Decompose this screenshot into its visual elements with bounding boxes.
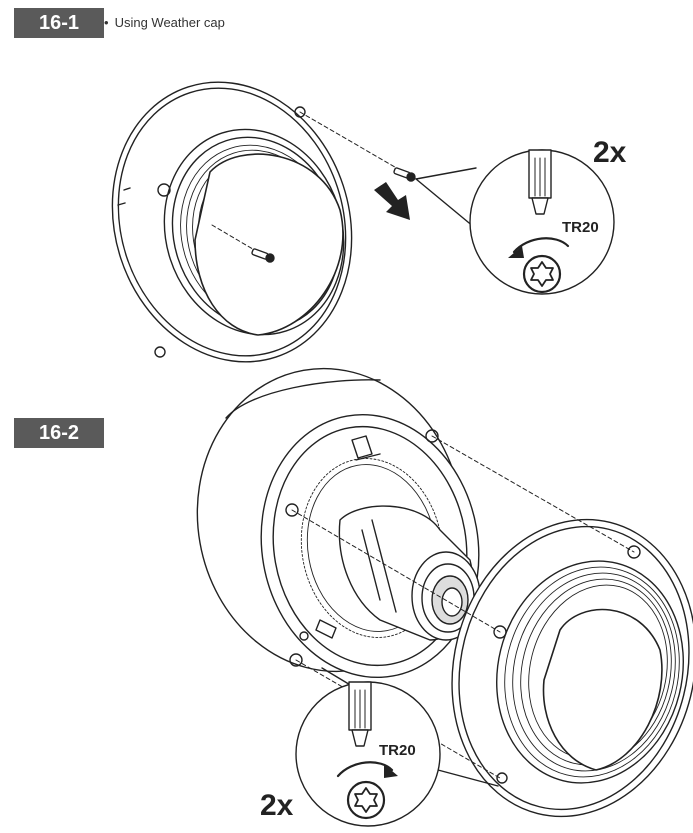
caption-text: Using Weather cap — [114, 15, 225, 30]
tool-zoom-bubble — [295, 667, 499, 827]
torx-icon — [522, 254, 562, 294]
guide-line — [299, 111, 401, 171]
dome-cover — [451, 518, 693, 818]
step-caption: • Using Weather cap — [104, 15, 225, 30]
guide-line — [431, 435, 635, 553]
tool-zoom-bubble — [415, 149, 615, 295]
rotate-icon — [512, 237, 570, 254]
thread-rings — [504, 566, 680, 778]
rotate-icon — [336, 761, 394, 778]
guide-line — [291, 509, 501, 633]
screwdriver-icon — [528, 149, 552, 215]
guide-line — [295, 659, 501, 779]
guide-line — [211, 224, 269, 259]
screwdriver-icon — [348, 681, 372, 747]
camera-housing — [196, 367, 480, 679]
tool-label: TR20 — [379, 742, 416, 759]
weather-cap-dome-assembly — [111, 81, 353, 363]
bullet-icon: • — [104, 15, 109, 30]
multiplier-label: 2x — [260, 789, 294, 822]
step-badge-16-2: 16-2 — [14, 418, 104, 448]
torx-icon — [346, 780, 386, 820]
multiplier-label: 2x — [593, 136, 627, 169]
arrow-icon — [374, 182, 410, 220]
lens-module — [338, 505, 481, 641]
step-badge-16-1: 16-1 — [14, 8, 104, 38]
screw-icon — [393, 167, 416, 182]
tool-label: TR20 — [562, 219, 599, 236]
screw-icon — [251, 248, 275, 263]
